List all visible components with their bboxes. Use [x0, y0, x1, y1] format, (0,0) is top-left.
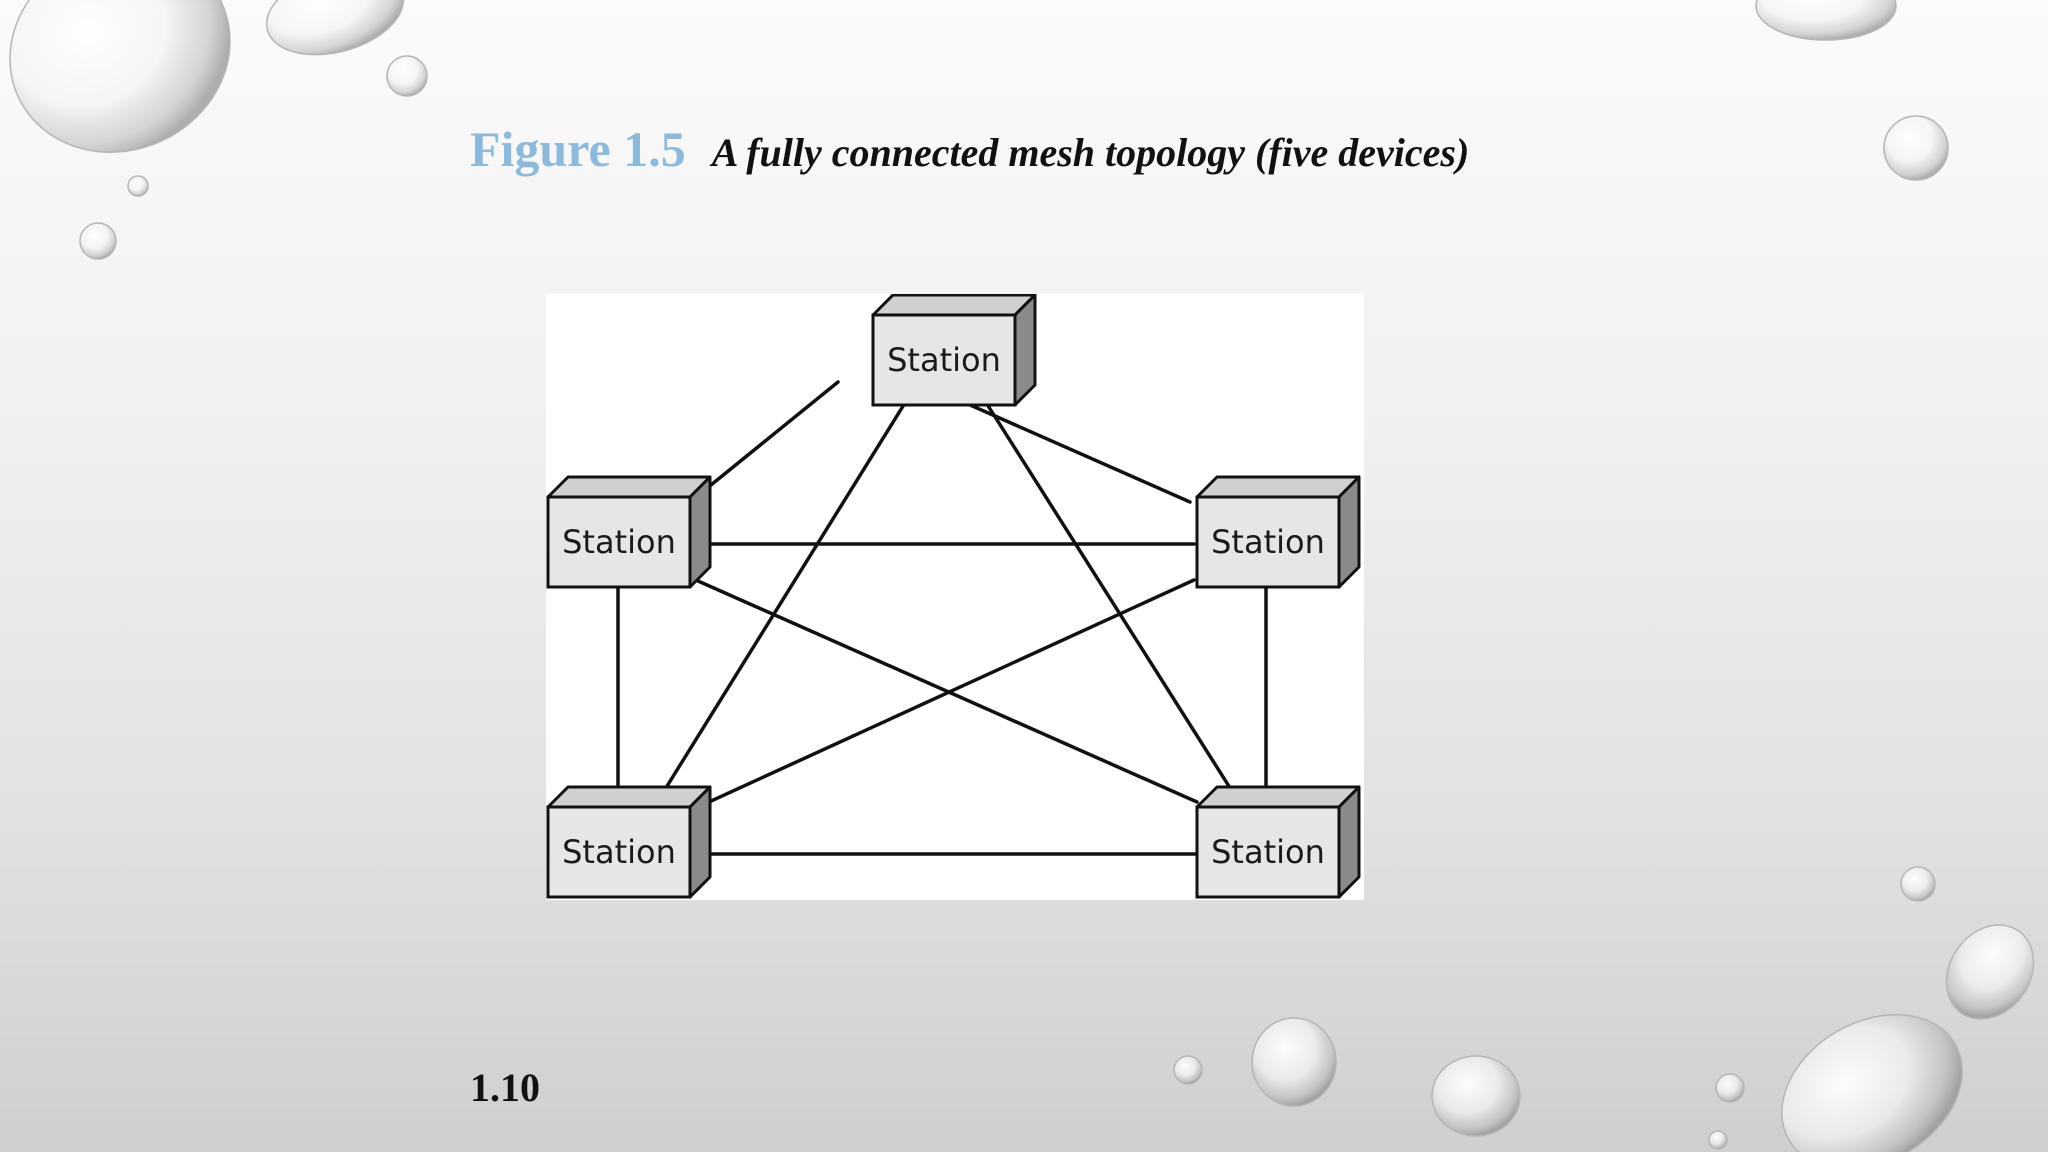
station-node-right: Station — [1195, 475, 1361, 589]
station-label: Station — [1211, 833, 1325, 871]
figure-caption: A fully connected mesh topology (five de… — [711, 130, 1470, 175]
station-label: Station — [562, 833, 676, 871]
figure-title: Figure 1.5 A fully connected mesh topolog… — [470, 120, 1469, 178]
station-node-top: Station — [871, 293, 1037, 407]
figure-number: Figure 1.5 — [470, 121, 686, 177]
station-label: Station — [562, 523, 676, 561]
link-right-bottom-left — [696, 578, 1196, 809]
link-top-left — [688, 380, 840, 504]
station-label: Station — [887, 341, 1001, 379]
slide-number: 1.10 — [470, 1065, 540, 1110]
station-label: Station — [1211, 523, 1325, 561]
station-node-bottom-left: Station — [546, 785, 712, 899]
station-node-bottom-right: Station — [1195, 785, 1361, 899]
link-top-bottom-right — [971, 380, 1234, 793]
link-top-bottom-left — [662, 380, 920, 793]
station-node-left: Station — [546, 475, 712, 589]
